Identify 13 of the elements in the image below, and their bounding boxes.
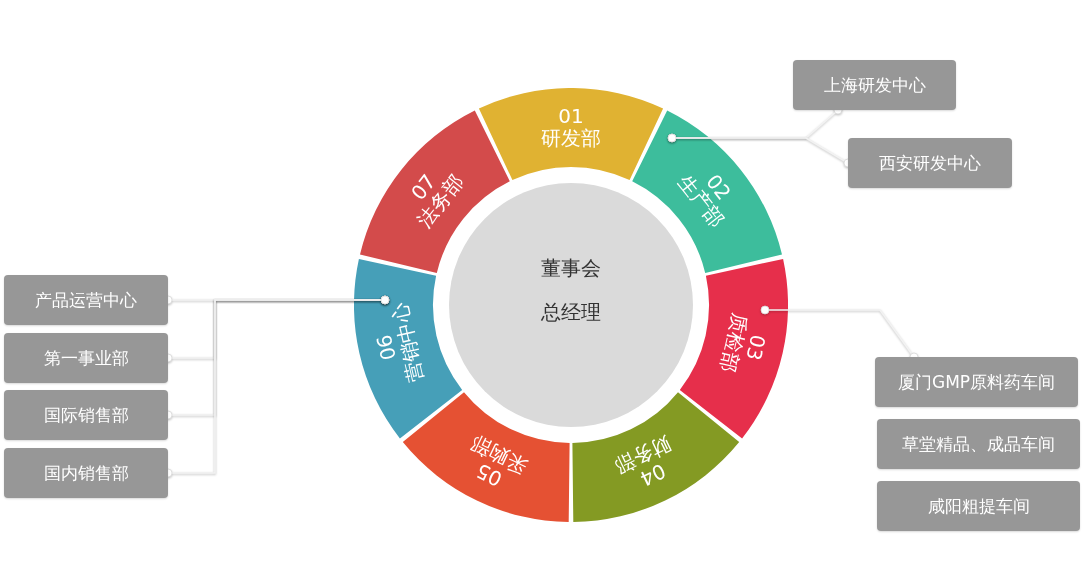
- department-box: 产品运营中心: [4, 275, 168, 325]
- center-label: 董事会: [540, 255, 602, 282]
- segment-label: 研发部: [541, 127, 601, 149]
- department-box: 国际销售部: [4, 390, 168, 440]
- department-box: 咸阳粗提车间: [877, 481, 1080, 531]
- department-box: 第一事业部: [4, 333, 168, 383]
- department-box: 国内销售部: [4, 448, 168, 498]
- department-box: 上海研发中心: [793, 60, 956, 110]
- segment-number: 01: [557, 105, 585, 127]
- department-box: 西安研发中心: [848, 138, 1012, 188]
- center-label: 总经理: [540, 299, 602, 326]
- department-box: 草堂精品、成品车间: [877, 419, 1080, 469]
- department-box: 厦门GMP原料药车间: [875, 357, 1078, 407]
